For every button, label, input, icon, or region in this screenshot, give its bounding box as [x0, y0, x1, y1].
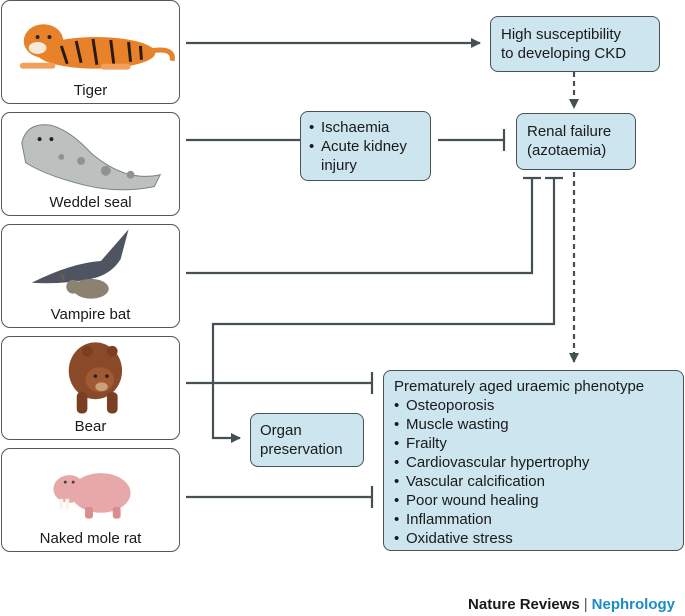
renal-failure-box: Renal failure (azotaemia) — [516, 113, 636, 170]
susceptibility-box: High susceptibility to developing CKD — [490, 16, 660, 72]
acute-kidney-item-continued: injury — [321, 157, 357, 174]
phenotype-item: Osteoporosis — [394, 396, 673, 415]
ischaemia-box: Ischaemia Acute kidney injury — [300, 111, 431, 181]
bat-inhibit-line — [186, 178, 534, 275]
acute-kidney-item: Acute kidney — [309, 137, 422, 156]
renal-failure-line-1: Renal failure — [527, 123, 612, 140]
journal-name: Nature Reviews — [468, 596, 580, 613]
susceptibility-line-2: to developing CKD — [501, 45, 627, 62]
animal-card-bat: Vampire bat — [1, 224, 180, 328]
animal-card-mole-rat: Naked mole rat — [1, 448, 180, 552]
animal-card-bear: Bear — [1, 336, 180, 440]
bear-icon — [68, 342, 123, 414]
animal-card-seal: Weddel seal — [1, 112, 180, 216]
animal-label-bat: Vampire bat — [50, 306, 131, 323]
susceptibility-line-1: High susceptibility — [501, 26, 622, 43]
journal-credit: Nature Reviews|Nephrology — [468, 596, 675, 613]
organ-preservation-line-2: preservation — [260, 441, 343, 458]
phenotype-title: Prematurely aged uraemic phenotype — [394, 378, 645, 395]
ischaemia-item: Ischaemia — [309, 118, 422, 137]
phenotype-item: Muscle wasting — [394, 415, 673, 434]
animal-label-bear: Bear — [74, 418, 107, 435]
phenotype-item: Vascular calcification — [394, 472, 673, 491]
organ-preservation-line-1: Organ — [260, 422, 302, 439]
animal-label-mole-rat: Naked mole rat — [39, 530, 142, 547]
tiger-icon — [19, 24, 175, 70]
animal-card-tiger: Tiger — [1, 0, 180, 104]
phenotype-item: Oxidative stress — [394, 529, 673, 548]
journal-section: Nephrology — [591, 596, 675, 613]
organ-preservation-line — [211, 178, 556, 443]
bat-icon — [31, 229, 129, 299]
renal-failure-line-2: (azotaemia) — [527, 142, 607, 159]
phenotype-item: Cardiovascular hypertrophy — [394, 453, 673, 472]
phenotype-box: Prematurely aged uraemic phenotype Osteo… — [383, 370, 684, 551]
phenotype-item: Frailty — [394, 434, 673, 453]
phenotype-item: Inflammation — [394, 510, 673, 529]
animal-label-seal: Weddel seal — [49, 194, 132, 211]
mole-rat-icon — [53, 473, 131, 519]
organ-preservation-box: Organ preservation — [250, 413, 364, 467]
animal-label-tiger: Tiger — [73, 82, 108, 99]
credit-separator: | — [583, 596, 588, 613]
seal-icon — [21, 124, 162, 191]
phenotype-item: Poor wound healing — [394, 491, 673, 510]
